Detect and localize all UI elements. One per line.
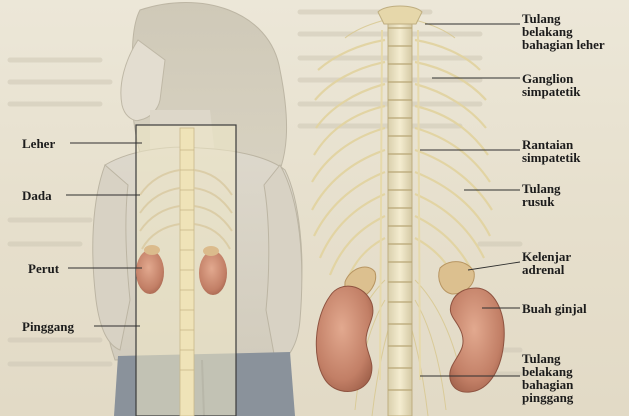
child-right-kidney <box>199 251 227 295</box>
child-left-kidney <box>136 250 164 294</box>
label-perut: Perut <box>28 262 59 275</box>
label-pinggang: Pinggang <box>22 320 74 333</box>
kidney-right <box>450 288 504 392</box>
label-tulang-rusuk: Tulang rusuk <box>522 182 561 208</box>
label-dada: Dada <box>22 189 52 202</box>
label-tulang-belakang-leher: Tulang belakang bahagian leher <box>522 12 605 51</box>
child-left-arm <box>93 165 130 350</box>
label-rantaian-simpatetik: Rantaian simpatetik <box>522 138 581 164</box>
label-kelenjar-adrenal: Kelenjar adrenal <box>522 250 571 276</box>
label-leher: Leher <box>22 137 55 150</box>
label-ganglion-simpatetik: Ganglion simpatetik <box>522 72 581 98</box>
label-buah-ginjal: Buah ginjal <box>522 302 587 315</box>
label-tulang-belakang-pinggang: Tulang belakang bahagian pinggang <box>522 352 573 404</box>
kidney-left <box>316 286 373 391</box>
